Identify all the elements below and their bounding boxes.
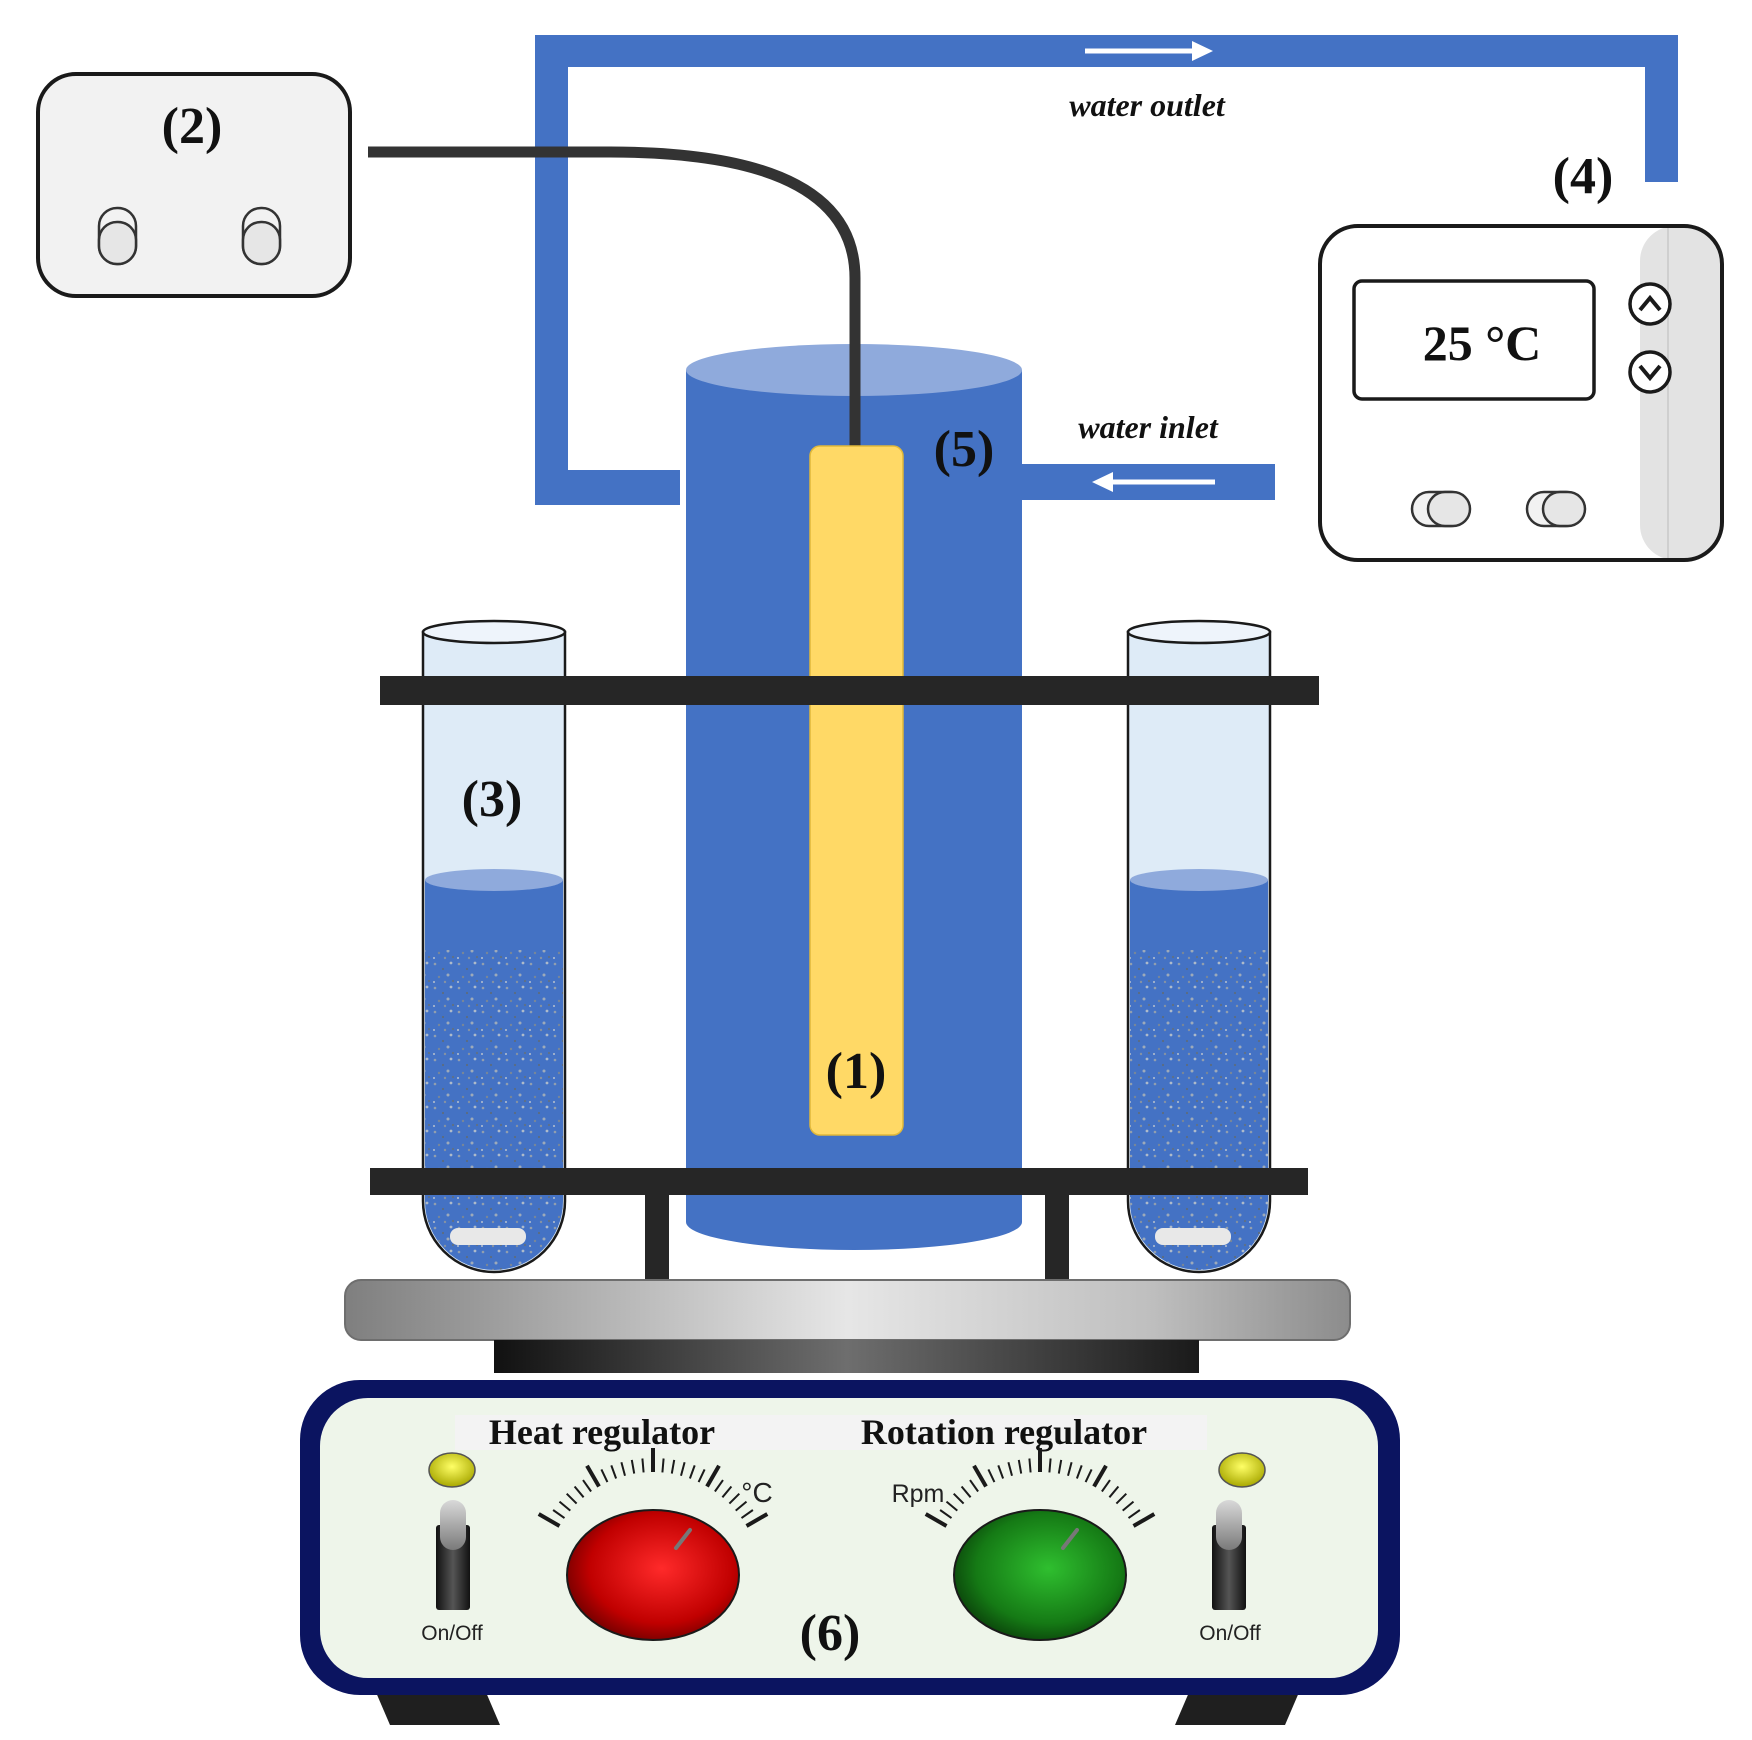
- rotation-unit-label: Rpm: [892, 1480, 945, 1508]
- dial-tick: [670, 1459, 676, 1474]
- dial-tick: [728, 1492, 741, 1505]
- dial-tick: [945, 1500, 958, 1512]
- dial-tick: [705, 1464, 721, 1488]
- dial-tick: [1028, 1458, 1032, 1473]
- dial-tick: [1067, 1461, 1073, 1476]
- dial-tick: [924, 1512, 948, 1528]
- dial-tick: [960, 1485, 972, 1498]
- dial-tick: [1048, 1458, 1052, 1473]
- dial-tick: [939, 1509, 953, 1519]
- indicator-light: [1218, 1452, 1266, 1488]
- stirrer-plate: [344, 1279, 1351, 1725]
- dial-tick: [1092, 1464, 1108, 1488]
- dial-tick: [620, 1461, 626, 1476]
- dial-tick: [1108, 1485, 1120, 1498]
- dial-tick: [1101, 1479, 1111, 1493]
- tube-rack: [370, 676, 1319, 1280]
- terminal-icon[interactable]: [241, 206, 282, 266]
- electrode: (1): [809, 445, 904, 1136]
- temperature-readout: 25 °C: [1423, 315, 1542, 371]
- indicator-light: [428, 1452, 476, 1488]
- thermostat-label: (4): [1553, 148, 1614, 205]
- dial-tick: [537, 1512, 561, 1528]
- dial-tick: [714, 1479, 724, 1493]
- dial-tick: [1057, 1459, 1063, 1474]
- dial-tick: [1007, 1461, 1013, 1476]
- dial-tick: [585, 1464, 601, 1488]
- electrode-label: (1): [826, 1043, 887, 1100]
- water-outlet-label: water outlet: [1069, 87, 1226, 123]
- rack-leg: [1045, 1195, 1069, 1280]
- water-inlet-label: water inlet: [1078, 409, 1219, 445]
- chevron-up-icon[interactable]: [1628, 282, 1672, 326]
- dial-tick: [972, 1464, 988, 1488]
- power-unit-label: (2): [162, 98, 223, 155]
- dial-tick: [721, 1485, 733, 1498]
- dial-tick: [969, 1479, 979, 1493]
- dial-tick: [688, 1465, 696, 1479]
- stirrer-label: (6): [800, 1605, 861, 1662]
- thermostat-display: [1352, 279, 1596, 401]
- power-switch-right[interactable]: On/Off: [1199, 1452, 1266, 1645]
- dial-tick: [1127, 1509, 1141, 1519]
- dial-tick: [987, 1468, 996, 1483]
- control-panel: Heat regulator Rotation regulator On/Off…: [300, 1380, 1400, 1695]
- dial-tick: [740, 1509, 754, 1519]
- terminal-icon[interactable]: [97, 206, 138, 266]
- heat-unit-label: °C: [741, 1477, 772, 1508]
- dial-tick: [997, 1465, 1005, 1479]
- dial-tick: [610, 1465, 618, 1479]
- rotation-dial-scale: [924, 1448, 1156, 1528]
- heat-dial-scale: [537, 1448, 769, 1528]
- thermostat: (4) 25 °C: [1318, 148, 1724, 562]
- dial-tick: [952, 1492, 965, 1505]
- dial-tick: [1075, 1465, 1083, 1479]
- test-tube-label: (3): [462, 771, 523, 828]
- dial-tick: [1084, 1468, 1093, 1483]
- dial-tick: [1122, 1500, 1135, 1512]
- rotation-knob[interactable]: [953, 1509, 1127, 1641]
- dial-tick: [582, 1479, 592, 1493]
- dial-tick: [565, 1492, 578, 1505]
- heat-regulator-title: Heat regulator: [489, 1412, 715, 1452]
- stir-bar: [450, 1228, 526, 1245]
- rack-top-bar: [380, 676, 1319, 705]
- dial-tick: [630, 1459, 636, 1474]
- dial-tick: [1132, 1512, 1156, 1528]
- thermostat-box: [1318, 224, 1724, 562]
- rack-leg: [645, 1195, 669, 1280]
- heat-knob[interactable]: [566, 1509, 740, 1641]
- power-unit: (2): [36, 72, 352, 298]
- dial-tick: [573, 1485, 585, 1498]
- dial-tick: [641, 1458, 645, 1473]
- inlet-arrow-icon: [1092, 472, 1215, 492]
- dial-tick: [558, 1500, 571, 1512]
- dial-tick: [680, 1461, 686, 1476]
- chevron-down-icon[interactable]: [1628, 350, 1672, 394]
- dial-tick: [1115, 1492, 1128, 1505]
- dial-tick: [745, 1512, 769, 1528]
- on-off-label: On/Off: [421, 1622, 483, 1645]
- dial-tick: [735, 1500, 748, 1512]
- electrode-cable: [368, 146, 861, 448]
- on-off-label: On/Off: [1199, 1622, 1261, 1645]
- dial-tick: [697, 1468, 706, 1483]
- rotation-dial: Rpm: [892, 1448, 1156, 1528]
- rotation-regulator-title: Rotation regulator: [861, 1412, 1147, 1452]
- rack-bottom-bar: [370, 1168, 1308, 1195]
- stir-bar: [1155, 1228, 1231, 1245]
- terminal-icon[interactable]: [1525, 490, 1587, 528]
- water-jacket-label: (5): [934, 421, 995, 478]
- dial-tick: [552, 1509, 566, 1519]
- heat-dial: °C: [537, 1448, 773, 1528]
- outlet-arrow-icon: [1085, 41, 1213, 61]
- dial-tick: [1017, 1459, 1023, 1474]
- dial-tick: [600, 1468, 609, 1483]
- terminal-icon[interactable]: [1410, 490, 1472, 528]
- dial-tick: [661, 1458, 665, 1473]
- water-loop: water outlet water inlet: [535, 35, 1678, 505]
- power-switch-left[interactable]: On/Off: [421, 1452, 483, 1645]
